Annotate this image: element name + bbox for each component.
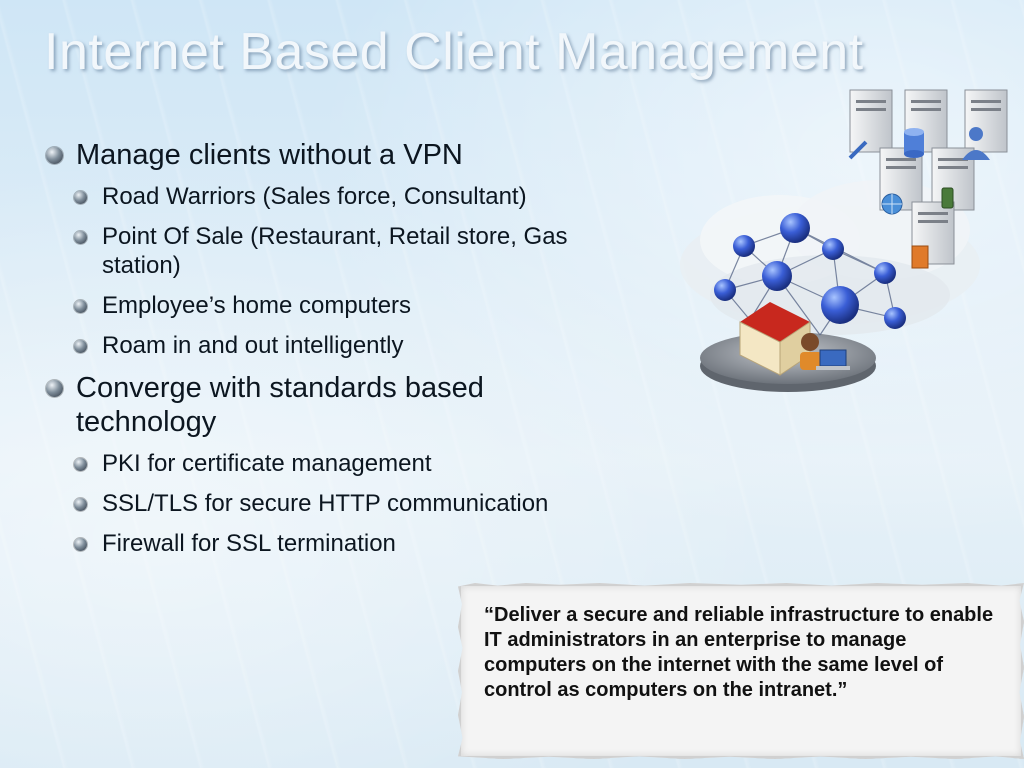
quote-box [458, 583, 1024, 759]
bullet-icon [74, 498, 87, 511]
network-node [714, 279, 736, 301]
server-icon [964, 89, 1008, 153]
bullet-level2: PKI for certificate management [40, 449, 660, 478]
bullet-level2: SSL/TLS for secure HTTP communication [40, 489, 660, 518]
bullet-icon [74, 538, 87, 551]
bullet-level2: Employee’s home computers [40, 291, 660, 320]
tools-icon [848, 140, 868, 160]
network-node [822, 238, 844, 260]
network-node [874, 262, 896, 284]
network-node [884, 307, 906, 329]
network-node [780, 213, 810, 243]
document-icon [911, 245, 929, 269]
bullet-level2: Roam in and out intelligently [40, 331, 660, 360]
bullet-text: PKI for certificate management [102, 450, 432, 477]
network-node [733, 235, 755, 257]
house-icon [739, 302, 811, 376]
bullet-text: Employee’s home computers [102, 292, 412, 319]
bullet-icon [74, 458, 87, 471]
bullet-level1: Manage clients without a VPN [40, 138, 660, 172]
user-icon [962, 127, 990, 160]
network-node [762, 261, 792, 291]
quote-text: “Deliver a secure and reliable infrastru… [484, 604, 994, 701]
network-illustration [680, 89, 1008, 392]
bullet-icon [46, 380, 63, 397]
bullet-text: SSL/TLS for secure HTTP communication [102, 490, 549, 517]
slide-title: Internet Based Client Management [44, 23, 864, 81]
network-node [821, 286, 859, 324]
bullet-level2: Road Warriors (Sales force, Consultant) [40, 182, 660, 211]
bullet-icon [74, 231, 87, 244]
bullet-icon [74, 191, 87, 204]
bullet-icon [46, 147, 63, 164]
bullet-text: Point Of Sale (Restaurant, Retail store,… [102, 223, 568, 279]
bullet-text: Manage clients without a VPN [76, 139, 463, 171]
bullet-text: Firewall for SSL termination [102, 530, 396, 557]
bullet-icon [74, 340, 87, 353]
person-laptop-icon [800, 333, 850, 370]
bullet-icon [74, 300, 87, 313]
bullet-level1: Converge with standards based technology [40, 371, 596, 439]
bullet-text: Road Warriors (Sales force, Consultant) [102, 183, 527, 210]
bullet-level2: Firewall for SSL termination [40, 529, 660, 558]
mobile-phone-icon [941, 187, 954, 209]
server-icon [849, 89, 893, 153]
bullet-level2: Point Of Sale (Restaurant, Retail store,… [40, 222, 642, 280]
bullet-text: Roam in and out intelligently [102, 332, 404, 359]
database-icon [904, 128, 924, 158]
bullet-list: Manage clients without a VPN Road Warrio… [40, 138, 660, 569]
bullet-text: Converge with standards based technology [76, 372, 484, 438]
globe-icon [881, 193, 903, 215]
